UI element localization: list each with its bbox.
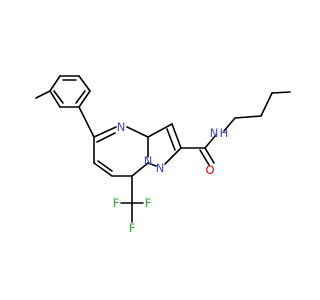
atom-n-bridge: N xyxy=(144,154,153,168)
bond xyxy=(223,117,236,132)
bond xyxy=(78,106,95,138)
atom-o-carbonyl: O xyxy=(205,163,214,177)
bonds xyxy=(35,75,291,223)
atom-n-pyrazole: N xyxy=(156,161,165,175)
bond xyxy=(75,90,86,104)
atom-h-amide: H xyxy=(220,126,229,140)
bond xyxy=(93,126,117,138)
bond xyxy=(171,123,182,149)
bond xyxy=(93,162,113,177)
atom-labels: N N N N H O F F F xyxy=(113,120,229,235)
bond xyxy=(96,132,116,143)
bond xyxy=(131,162,149,177)
bond xyxy=(97,160,113,172)
bond xyxy=(49,75,61,92)
bond xyxy=(164,147,182,165)
atom-f-bottom: F xyxy=(129,221,136,235)
bond xyxy=(204,147,215,164)
bond xyxy=(147,123,173,138)
bond xyxy=(78,75,91,92)
molecule-canvas: N N N N H O F F F xyxy=(35,75,291,235)
bond xyxy=(49,90,61,108)
bond xyxy=(199,149,210,166)
atom-f-right: F xyxy=(145,196,152,210)
bond xyxy=(234,115,262,119)
bond xyxy=(271,91,291,94)
bond xyxy=(147,162,157,167)
atom-n-pyrimidine: N xyxy=(117,120,126,134)
structure-diagram: N N N N H O F F F xyxy=(35,75,291,235)
bond xyxy=(35,90,51,99)
atom-f-left: F xyxy=(113,196,120,210)
bond xyxy=(166,128,176,151)
bond xyxy=(260,92,273,117)
atom-n-amide: N xyxy=(210,126,219,140)
bond xyxy=(204,134,217,149)
bond xyxy=(126,126,149,138)
bond xyxy=(78,90,91,108)
bond xyxy=(53,90,64,104)
